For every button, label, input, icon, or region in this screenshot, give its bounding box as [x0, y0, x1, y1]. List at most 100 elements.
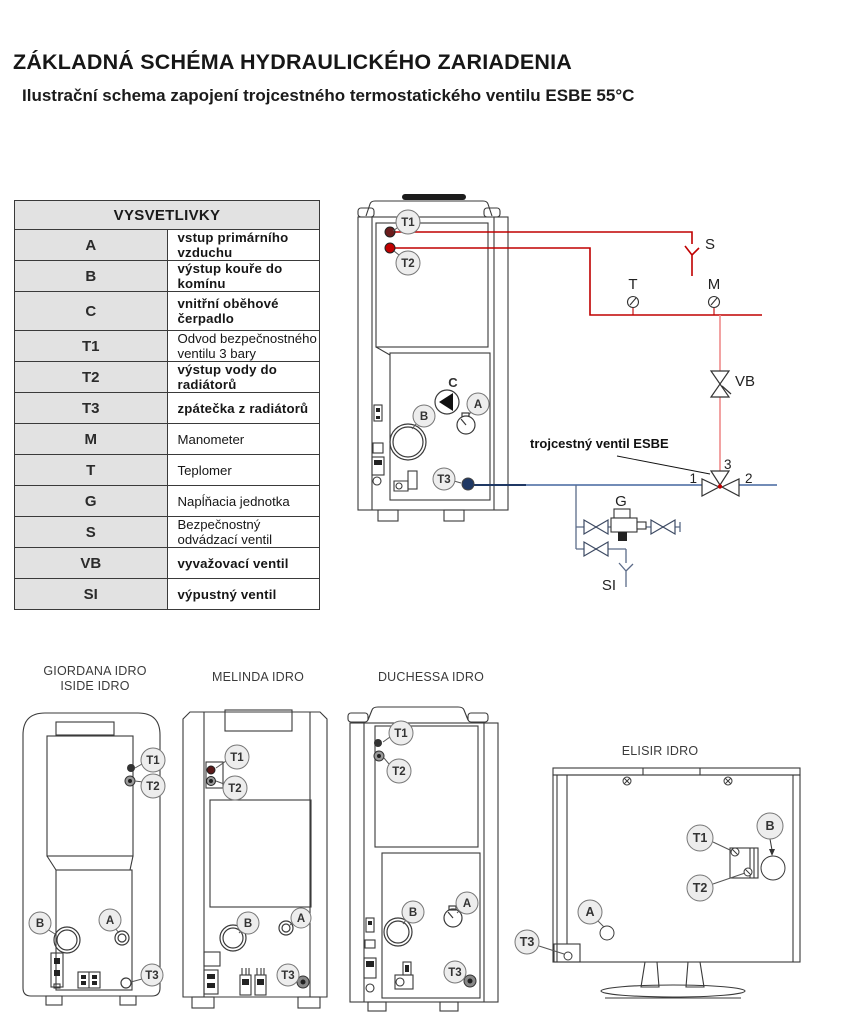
main-schematic-diagram: C T M S VB [357, 194, 777, 594]
giordana-outlets [53, 926, 132, 989]
legend-label: výstup kouře do komínu [166, 260, 320, 292]
legend-row: T Teplomer [14, 454, 320, 486]
svg-text:B: B [409, 907, 417, 919]
duchessa-diagram: T1 T2 B A T3 [347, 706, 499, 1012]
air-gauge-icon [456, 412, 476, 435]
label-t1: T1 [134, 747, 166, 773]
legend-label: Teplomer [166, 454, 320, 486]
valve-port-3: 3 [724, 457, 732, 472]
legend-row: A vstup primárního vzduchu [14, 229, 320, 261]
legend-label: vnitřní oběhové čerpadlo [166, 291, 320, 331]
port-t2-center [377, 754, 381, 758]
giordana-diagram: T1 T2 B A T3 [22, 712, 166, 1006]
legend-label: vyvažovací ventil [166, 547, 320, 579]
legend-title: VYSVETLIVKY [14, 200, 320, 230]
melinda-body [182, 709, 328, 1009]
port-t3 [461, 477, 475, 491]
valve-port-2: 2 [745, 471, 753, 486]
legend-key: VB [14, 547, 168, 579]
legend-key: M [14, 423, 168, 455]
label-t2: T2 [383, 757, 412, 784]
label-g: G [615, 493, 627, 510]
legend-label: Odvod bezpečnostného ventilu 3 bary [166, 330, 320, 362]
label-a: A [577, 899, 605, 928]
label-b: B [28, 911, 56, 935]
giordana-body [22, 712, 161, 1006]
label-t1: T1 [686, 824, 733, 852]
label-a: A [289, 907, 312, 929]
label-s: S [705, 236, 715, 253]
label-t3: T3 [514, 929, 565, 955]
pump-icon [434, 389, 460, 415]
model-title-duchessa: DUCHESSA IDRO [377, 670, 485, 684]
balancing-valve-icon [709, 370, 732, 398]
legend-row: SI výpustný ventil [14, 578, 320, 610]
svg-text:T2: T2 [228, 783, 241, 795]
panel-screws [563, 776, 786, 961]
boiler-foot [439, 1001, 459, 1012]
legend-label: Manometer [166, 423, 320, 455]
port-t2-center [209, 779, 213, 783]
svg-text:T2: T2 [693, 881, 708, 895]
svg-text:T1: T1 [401, 217, 415, 229]
label-vb: VB [735, 373, 755, 390]
port-t1 [206, 765, 216, 775]
boiler-top-cap [402, 194, 466, 200]
label-a: A [466, 392, 490, 417]
legend-key: SI [14, 578, 168, 610]
valve-port-1: 1 [689, 471, 697, 486]
port-t3-center [300, 979, 306, 985]
duchessa-outlets [383, 905, 463, 947]
subtitle-text: Ilustrační schema zapojení trojcestného … [22, 86, 541, 105]
elisir-body [552, 767, 801, 999]
model-title-elisir: ELISIR IDRO [621, 744, 699, 758]
legend-row: M Manometer [14, 423, 320, 455]
svg-text:T3: T3 [145, 970, 158, 982]
port-t1 [384, 226, 396, 238]
filling-unit-icon [610, 508, 647, 541]
label-t2: T2 [393, 250, 421, 276]
esbe-valve-annotation: trojcestný ventil ESBE [530, 436, 669, 451]
legend-label: výstup vody do radiátorů [166, 361, 320, 393]
manometer-icon [707, 295, 721, 315]
label-b: B [411, 404, 436, 430]
svg-text:A: A [106, 915, 114, 927]
three-way-valve-icon [701, 470, 740, 497]
svg-text:A: A [585, 905, 594, 919]
supply-pipe-t2 [395, 247, 762, 316]
annotation-pointer-line [616, 455, 711, 475]
model-title-melinda: MELINDA IDRO [212, 670, 304, 684]
thermometer-icon [626, 295, 640, 315]
port-t1 [374, 739, 382, 747]
legend-row: VB vyvažovací ventil [14, 547, 320, 579]
label-m: M [708, 276, 721, 293]
model-title-giordana: GIORDANA IDRO ISIDE IDRO [43, 664, 147, 693]
label-b: B [401, 900, 425, 925]
legend-key: B [14, 260, 168, 292]
safety-discharge-valve-icon [684, 245, 700, 276]
label-a: A [98, 908, 122, 934]
legend-key: T2 [14, 361, 168, 393]
legend-key: S [14, 516, 168, 548]
boiler-foot [191, 996, 215, 1009]
arrow-down-icon [769, 849, 775, 856]
label-t: T [628, 276, 637, 293]
elisir-diagram: T1 T2 B A T3 [514, 767, 801, 999]
svg-text:B: B [765, 819, 774, 833]
svg-text:B: B [244, 918, 252, 930]
melinda-diagram: T1 T2 B A T3 [182, 709, 328, 1009]
label-t1: T1 [392, 209, 421, 235]
label-t3: T3 [130, 963, 164, 987]
boiler-foot [297, 996, 321, 1009]
legend-row: G Napĺňacia jednotka [14, 485, 320, 517]
port-t3-center [467, 978, 473, 984]
shutoff-valve-icon [650, 519, 676, 535]
legend-label: výpustný ventil [166, 578, 320, 610]
label-t3: T3 [276, 963, 300, 987]
port-t2 [384, 242, 396, 254]
legend-row: T1 Odvod bezpečnostného ventilu 3 bary [14, 330, 320, 362]
svg-text:T1: T1 [230, 752, 244, 764]
label-b: B [756, 812, 784, 856]
legend-label: Napĺňacia jednotka [166, 485, 320, 517]
